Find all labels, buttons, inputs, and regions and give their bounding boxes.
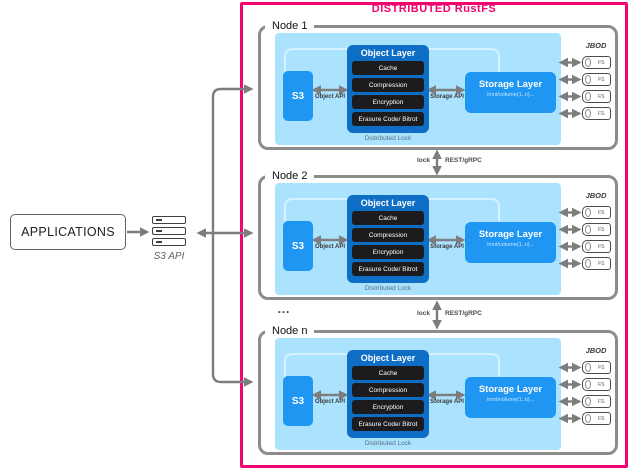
erasure-code-box: Erasure Code/ Bitrot bbox=[352, 112, 424, 126]
node-1-panel: S3 Object API Object Layer Cache Compres… bbox=[275, 33, 561, 145]
erasure-code-box: Erasure Code/ Bitrot bbox=[352, 262, 424, 276]
storage-api-label: Storage API bbox=[430, 244, 464, 250]
distributed-lock-label: Distributed Lock bbox=[364, 285, 412, 292]
disk-icon: FS bbox=[581, 257, 611, 270]
node-1: Node 1 S3 Object API Object Layer Cache … bbox=[258, 19, 618, 150]
disk-icon: FS bbox=[581, 412, 611, 425]
storage-layer-box: Storage Layer /mnt/volume(1..n)... bbox=[465, 222, 556, 263]
disk-icon: FS bbox=[581, 56, 611, 69]
storage-api-label: Storage API bbox=[430, 399, 464, 405]
internode-protocol-label: REST/gRPC bbox=[445, 310, 482, 317]
s3-api-label: S3 API bbox=[153, 251, 185, 262]
disk-fs-label: FS bbox=[598, 364, 605, 371]
jbod-label: JBOD bbox=[585, 41, 607, 50]
internode-lock-label: lock bbox=[416, 157, 430, 164]
erasure-code-box: Erasure Code/ Bitrot bbox=[352, 417, 424, 431]
object-layer-title: Object Layer bbox=[360, 353, 416, 363]
jbod-stack: JBOD FS FS FS FS bbox=[579, 191, 613, 274]
disk-fs-label: FS bbox=[598, 398, 605, 405]
object-layer-box: Object Layer Cache Compression Encryptio… bbox=[347, 195, 429, 283]
storage-layer-path: /mnt/volume(1..n)... bbox=[486, 397, 535, 403]
disk-fs-label: FS bbox=[598, 110, 605, 117]
jbod-label: JBOD bbox=[585, 191, 607, 200]
disk-fs-label: FS bbox=[598, 76, 605, 83]
disk-fs-label: FS bbox=[598, 209, 605, 216]
disk-icon: FS bbox=[581, 378, 611, 391]
distributed-lock-label: Distributed Lock bbox=[364, 440, 412, 447]
disk-fs-label: FS bbox=[598, 415, 605, 422]
object-api-label: Object API bbox=[314, 94, 346, 100]
node-2: Node 2 S3 Object API Object Layer Cache … bbox=[258, 169, 618, 300]
disk-fs-label: FS bbox=[598, 381, 605, 388]
server-bar-icon bbox=[152, 227, 186, 235]
object-layer-title: Object Layer bbox=[360, 48, 416, 58]
node-n-panel: S3 Object API Object Layer Cache Compres… bbox=[275, 338, 561, 450]
node-1-title: Node 1 bbox=[265, 19, 315, 34]
compression-box: Compression bbox=[352, 78, 424, 92]
disk-icon: FS bbox=[581, 395, 611, 408]
applications-box: APPLICATIONS bbox=[10, 214, 126, 250]
applications-label: APPLICATIONS bbox=[21, 225, 115, 239]
node-2-title: Node 2 bbox=[265, 169, 315, 184]
jbod-label: JBOD bbox=[585, 346, 607, 355]
compression-box: Compression bbox=[352, 383, 424, 397]
internode-lock-label: lock bbox=[416, 310, 430, 317]
storage-layer-title: Storage Layer bbox=[478, 229, 543, 240]
s3-gateway-box: S3 bbox=[283, 71, 313, 121]
encryption-box: Encryption bbox=[352, 400, 424, 414]
object-api-label: Object API bbox=[314, 399, 346, 405]
jbod-stack: JBOD FS FS FS FS bbox=[579, 346, 613, 429]
storage-layer-box: Storage Layer /mnt/volume(1..n)... bbox=[465, 72, 556, 113]
internode-protocol-label: REST/gRPC bbox=[445, 157, 482, 164]
disk-icon: FS bbox=[581, 73, 611, 86]
disk-icon: FS bbox=[581, 206, 611, 219]
disk-fs-label: FS bbox=[598, 59, 605, 66]
storage-layer-title: Storage Layer bbox=[478, 384, 543, 395]
object-layer-title: Object Layer bbox=[360, 198, 416, 208]
cache-box: Cache bbox=[352, 211, 424, 225]
storage-layer-box: Storage Layer /mnt/volume(1..n)... bbox=[465, 377, 556, 418]
disk-fs-label: FS bbox=[598, 93, 605, 100]
server-bar-icon bbox=[152, 238, 186, 246]
s3-gateway-box: S3 bbox=[283, 221, 313, 271]
disk-fs-label: FS bbox=[598, 243, 605, 250]
object-layer-box: Object Layer Cache Compression Encryptio… bbox=[347, 45, 429, 133]
storage-layer-title: Storage Layer bbox=[478, 79, 543, 90]
node-n-title: Node n bbox=[265, 324, 315, 339]
more-nodes-ellipsis: … bbox=[277, 301, 291, 316]
disk-icon: FS bbox=[581, 90, 611, 103]
disk-icon: FS bbox=[581, 361, 611, 374]
cache-box: Cache bbox=[352, 366, 424, 380]
disk-icon: FS bbox=[581, 240, 611, 253]
server-bar-icon bbox=[152, 216, 186, 224]
storage-layer-path: /mnt/volume(1..n)... bbox=[486, 92, 535, 98]
disk-icon: FS bbox=[581, 107, 611, 120]
disk-icon: FS bbox=[581, 223, 611, 236]
encryption-box: Encryption bbox=[352, 245, 424, 259]
storage-api-label: Storage API bbox=[430, 94, 464, 100]
compression-box: Compression bbox=[352, 228, 424, 242]
disk-fs-label: FS bbox=[598, 226, 605, 233]
diagram-title: DISTRIBUTED RustFS bbox=[371, 3, 497, 15]
object-api-label: Object API bbox=[314, 244, 346, 250]
disk-fs-label: FS bbox=[598, 260, 605, 267]
node-n: Node n S3 Object API Object Layer Cache … bbox=[258, 324, 618, 455]
storage-layer-path: /mnt/volume(1..n)... bbox=[486, 242, 535, 248]
server-stack-icon bbox=[152, 216, 186, 249]
cache-box: Cache bbox=[352, 61, 424, 75]
encryption-box: Encryption bbox=[352, 95, 424, 109]
object-layer-box: Object Layer Cache Compression Encryptio… bbox=[347, 350, 429, 438]
jbod-stack: JBOD FS FS FS FS bbox=[579, 41, 613, 124]
distributed-lock-label: Distributed Lock bbox=[364, 135, 412, 142]
node-2-panel: S3 Object API Object Layer Cache Compres… bbox=[275, 183, 561, 295]
s3-gateway-box: S3 bbox=[283, 376, 313, 426]
